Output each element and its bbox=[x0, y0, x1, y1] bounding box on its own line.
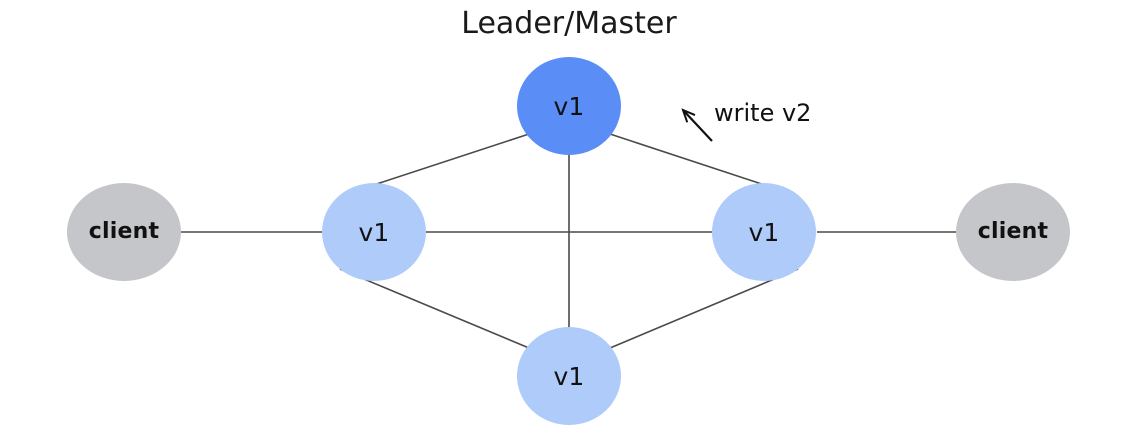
annotation-arrow-shaft bbox=[682, 109, 713, 142]
node-label-replica-left: v1 bbox=[358, 217, 390, 247]
node-client-right[interactable]: client bbox=[956, 183, 1070, 281]
node-replica-left[interactable]: v1 bbox=[322, 183, 426, 281]
node-replica-right[interactable]: v1 bbox=[712, 183, 816, 281]
node-label-client-right: client bbox=[977, 219, 1049, 244]
node-client-left[interactable]: client bbox=[67, 183, 181, 281]
page-title: Leader/Master bbox=[461, 6, 677, 41]
node-leader[interactable]: v1 bbox=[517, 57, 621, 155]
annotation-arrow-head bbox=[681, 108, 696, 123]
node-label-leader: v1 bbox=[553, 91, 585, 121]
node-label-client-left: client bbox=[88, 219, 160, 244]
node-replica-bottom[interactable]: v1 bbox=[517, 327, 621, 425]
edge-replica-bottom-replica-right bbox=[609, 268, 799, 349]
node-label-replica-right: v1 bbox=[748, 217, 780, 247]
annotation-write-v2: write v2 bbox=[714, 99, 812, 127]
node-label-replica-bottom: v1 bbox=[553, 361, 585, 391]
edge-replica-left-replica-bottom bbox=[339, 268, 530, 349]
